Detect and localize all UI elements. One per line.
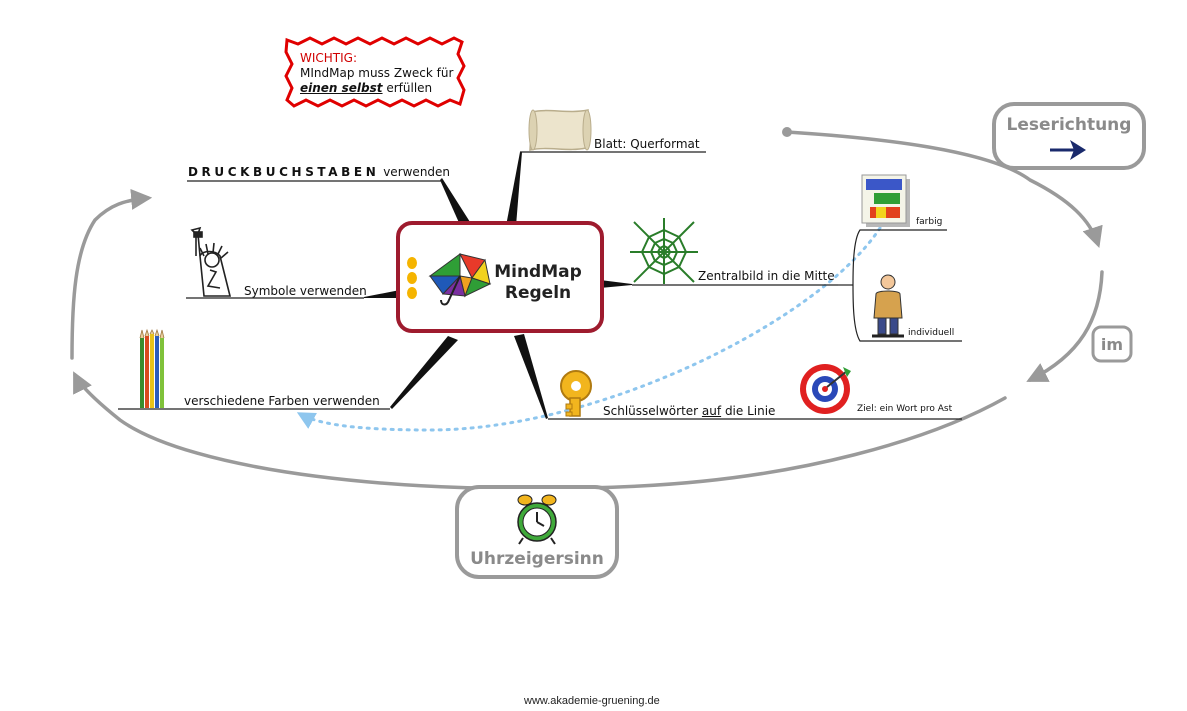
branch-label-ziel: Ziel: ein Wort pro Ast (857, 404, 953, 414)
branches (364, 152, 632, 419)
alarm-clock-icon (517, 494, 557, 545)
spiderweb-icon (630, 218, 698, 284)
branch-label-schluessel: Schlüsselwörter auf die Linie (603, 405, 775, 417)
important-note-title: WICHTIG: (300, 51, 358, 65)
dotted-link (296, 226, 882, 432)
branch-label-druck: DRUCKBUCHSTABEN verwenden (188, 166, 450, 178)
central-dots (407, 257, 417, 299)
key-icon (560, 370, 592, 417)
central-title-line1: MindMap (494, 262, 582, 282)
branch-druck (440, 178, 470, 225)
im-label: im (1100, 335, 1124, 354)
flow-arrow-bottom (73, 371, 1007, 491)
branch-symbole (364, 290, 400, 298)
branch-label-symbole: Symbole verwenden (244, 284, 367, 298)
druck-rest-text: verwenden (383, 165, 451, 179)
man-icon (872, 274, 904, 338)
central-title: MindMap Regeln (492, 262, 584, 304)
important-note-rest: erfüllen (386, 81, 433, 95)
statue-of-liberty-icon (190, 226, 232, 297)
arrow-right-icon (1050, 140, 1086, 160)
central-node (396, 221, 604, 333)
branch-label-farbig: farbig (916, 217, 943, 227)
footer-url: www.akademie-gruening.de (524, 695, 660, 707)
pencils-icon (139, 328, 165, 408)
flow-arrow-left (70, 188, 153, 360)
branch-label-blatt: Blatt: Querformat (594, 137, 700, 151)
branch-label-zentralbild: Zentralbild in die Mitte (698, 269, 835, 283)
branch-lines (118, 151, 962, 420)
schluessel-a: Schlüsselwörter (603, 404, 699, 418)
druckbuchstaben-text: DRUCKBUCHSTABEN (188, 165, 380, 179)
branch-label-farben: verschiedene Farben verwenden (184, 394, 380, 408)
important-note-emphasis: einen selbst (300, 81, 383, 95)
branch-farben (390, 336, 458, 409)
branch-schluessel (514, 334, 548, 419)
important-note-line1: MIndMap muss Zweck für (300, 66, 454, 80)
leserichtung-box (992, 102, 1146, 170)
branch-zentral (600, 280, 632, 288)
branch-blatt (506, 152, 522, 226)
important-note-box (284, 36, 466, 108)
parchment-icon (528, 109, 592, 151)
branch-label-individuell: individuell (908, 328, 955, 338)
important-note-line2: einen selbst erfüllen (300, 81, 432, 96)
schluessel-c: die Linie (724, 404, 776, 418)
uhrzeigersinn-label: Uhrzeigersinn (470, 549, 604, 569)
flow-start-dot (782, 127, 792, 137)
flow-arrow-right (1026, 270, 1104, 382)
central-title-line2: Regeln (504, 283, 572, 303)
im-box (1091, 325, 1133, 363)
schluessel-b: auf (701, 404, 722, 418)
umbrella-icon (428, 253, 492, 306)
target-icon (800, 364, 851, 414)
color-palette-icon (861, 174, 910, 227)
leserichtung-label: Leserichtung (1006, 115, 1132, 135)
